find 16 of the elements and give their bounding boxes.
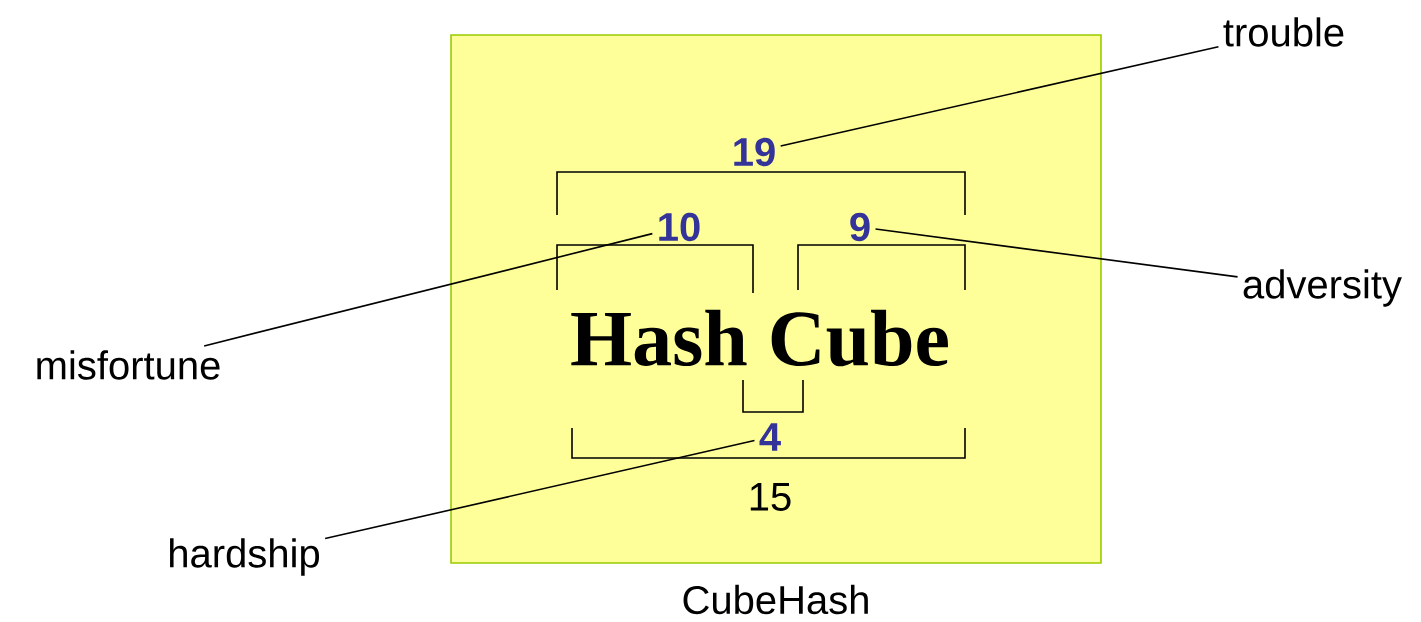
number-label: 19 bbox=[734, 137, 775, 167]
number-label: 4 bbox=[759, 423, 781, 451]
leader-line bbox=[874, 228, 1239, 278]
word-label: adversity bbox=[1243, 269, 1402, 307]
leader-line bbox=[324, 439, 756, 540]
word-label: 15 bbox=[750, 483, 791, 511]
word-label: trouble bbox=[1223, 17, 1344, 47]
word-label: hardship bbox=[170, 538, 320, 576]
number-label: 9 bbox=[850, 212, 870, 242]
panel-label: CubeHash bbox=[683, 584, 868, 615]
word-label: misfortune bbox=[37, 350, 220, 380]
leader-line bbox=[203, 232, 654, 347]
highlight-panel bbox=[450, 34, 1102, 564]
number-label: 10 bbox=[659, 212, 700, 242]
heading-text: Hash Cube bbox=[571, 309, 948, 367]
leader-line bbox=[779, 46, 1220, 147]
